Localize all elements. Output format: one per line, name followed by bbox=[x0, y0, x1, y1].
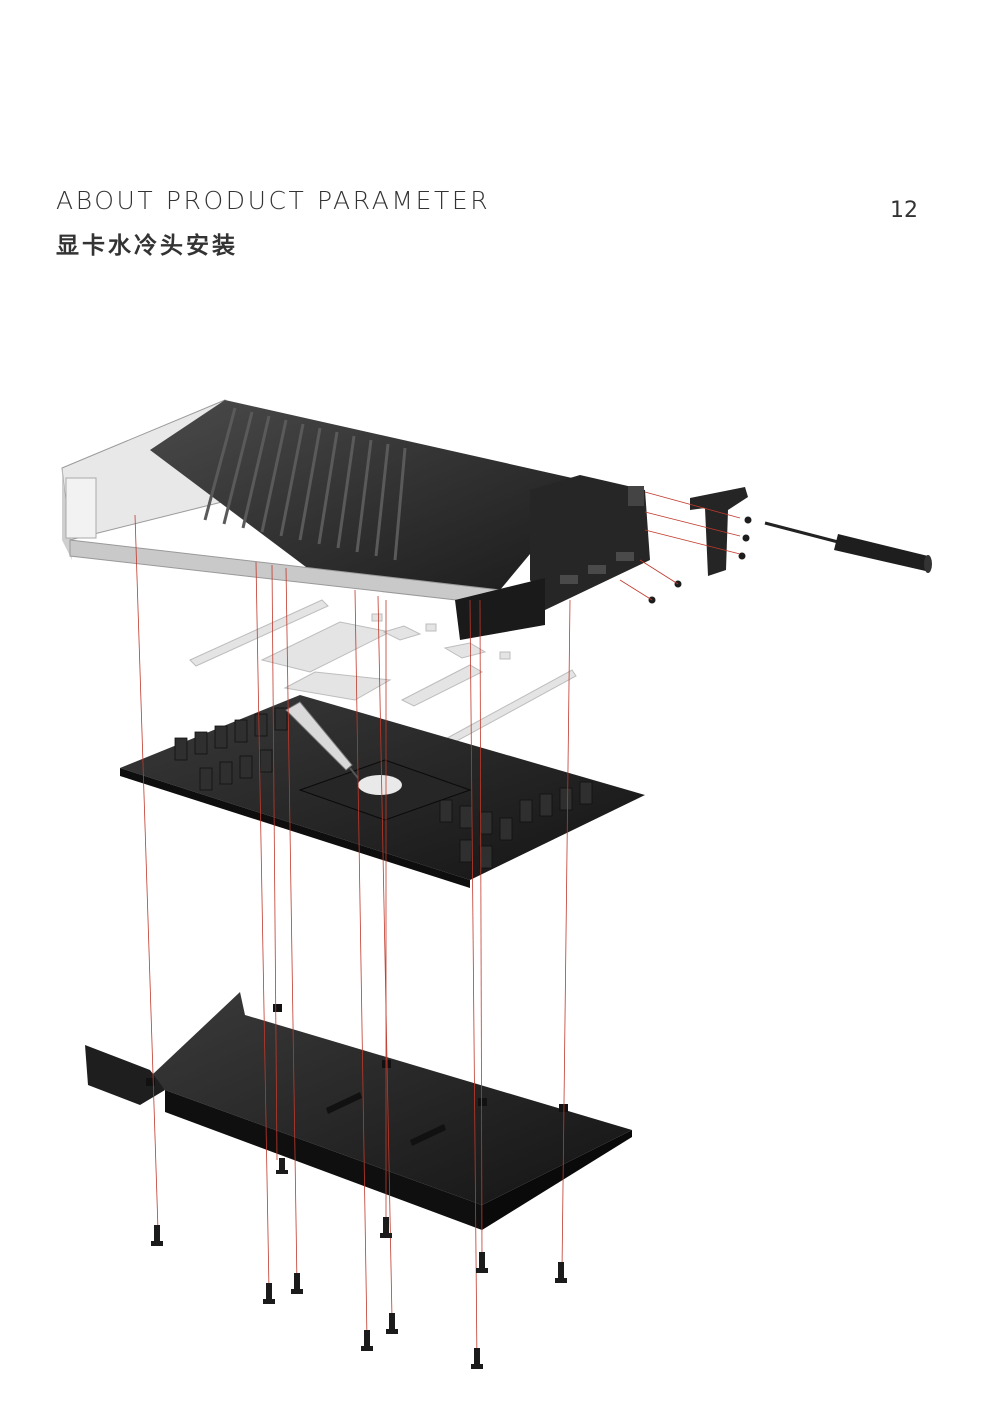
syringe-icon bbox=[285, 701, 359, 779]
exploded-assembly-diagram bbox=[61, 399, 932, 1369]
bottom-screws bbox=[151, 1158, 567, 1369]
thermal-pads bbox=[189, 599, 577, 749]
page-subtitle: 显卡水冷头安装 bbox=[56, 233, 238, 259]
backplate bbox=[85, 992, 632, 1230]
alignment-lines bbox=[134, 491, 741, 1366]
bracket-screws bbox=[648, 516, 752, 604]
page-title: ABOUT PRODUCT PARAMETER bbox=[56, 186, 491, 215]
pcb-board bbox=[120, 695, 645, 888]
io-bracket bbox=[690, 487, 748, 576]
thermal-paste bbox=[358, 775, 402, 795]
screwdriver-icon bbox=[764, 521, 932, 573]
page-number: 12 bbox=[890, 198, 918, 223]
water-block bbox=[61, 399, 650, 640]
